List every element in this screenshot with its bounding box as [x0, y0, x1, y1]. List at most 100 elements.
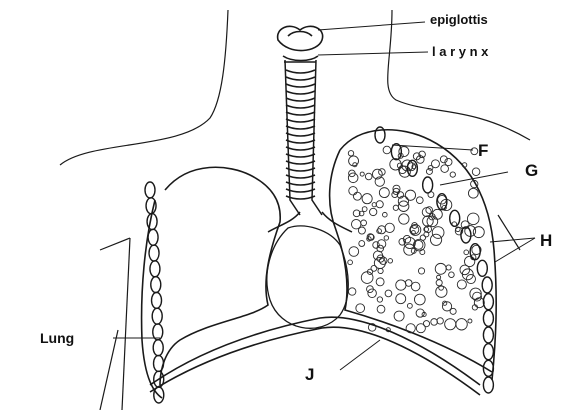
alveolus — [348, 288, 355, 295]
alveolus — [393, 205, 398, 210]
alveolus — [349, 156, 359, 166]
pleura-bead — [483, 377, 493, 393]
pleura-bead — [153, 340, 163, 356]
pleura-bead — [482, 277, 492, 293]
label-larynx: l a r y n x — [432, 44, 489, 59]
alveolus — [396, 280, 406, 290]
torso-outline — [60, 10, 530, 410]
trachea-ring — [286, 133, 315, 136]
pleura-bead — [470, 244, 480, 260]
alveolus — [376, 278, 384, 286]
alveolus — [437, 318, 443, 324]
pleura-bead — [154, 355, 164, 371]
alveolus — [362, 194, 372, 204]
alveolus — [362, 207, 367, 212]
alveolus — [348, 260, 353, 265]
alveolus — [410, 226, 418, 234]
alveolus — [470, 288, 481, 299]
trachea-ring — [286, 154, 315, 157]
alveolus — [377, 305, 385, 313]
diaphragm — [150, 317, 480, 395]
alveolus — [399, 214, 409, 224]
pleura-bead — [150, 261, 160, 277]
pleura-bead — [391, 144, 401, 160]
alveolus — [432, 227, 444, 239]
pleura-bead — [483, 310, 493, 326]
alveolus — [361, 272, 373, 284]
alveolus — [431, 319, 438, 326]
label-G: G — [525, 161, 538, 180]
alveolus — [456, 319, 467, 330]
alveolus — [436, 286, 447, 297]
trachea-ring — [286, 182, 315, 185]
heart-region — [267, 226, 348, 328]
alveolus — [368, 289, 377, 298]
alveolus — [464, 250, 469, 255]
label-F: F — [478, 141, 488, 160]
alveolus — [446, 265, 451, 270]
alveolus — [385, 290, 392, 297]
alveolus — [361, 220, 367, 226]
alveolus — [472, 168, 480, 176]
alveolus — [348, 173, 358, 183]
alveolus — [388, 259, 393, 264]
pleura-bead — [145, 182, 155, 198]
pleura-bead — [151, 277, 161, 293]
alveolus — [396, 294, 406, 304]
label-H: H — [540, 231, 552, 250]
alveolus — [349, 247, 359, 257]
right-lung-pleura-beads — [145, 182, 164, 403]
trachea-ring — [286, 77, 315, 80]
alveolus — [411, 282, 420, 291]
alveolus — [430, 234, 441, 245]
alveolus — [377, 240, 386, 249]
alveolus — [348, 151, 353, 156]
trachea-ring — [286, 91, 315, 94]
trachea-ring — [286, 84, 315, 87]
alveolus — [359, 241, 365, 247]
trachea-ring — [286, 175, 315, 178]
trachea-ring — [286, 98, 315, 101]
alveolus — [445, 319, 456, 330]
alveolus — [418, 268, 424, 274]
alveolus — [378, 226, 386, 234]
alveolus — [353, 192, 361, 200]
trachea-ring — [286, 161, 315, 164]
alveolus — [370, 208, 377, 215]
alveolus — [441, 165, 449, 173]
alveolus — [407, 303, 412, 308]
pleura-bead — [477, 260, 487, 276]
pleura-bead — [152, 292, 162, 308]
trachea — [285, 60, 322, 215]
label-epiglottis: epiglottis — [430, 12, 488, 27]
pleura-bead — [483, 344, 493, 360]
alveolus — [356, 304, 365, 313]
alveolus — [394, 311, 404, 321]
alveolus — [467, 213, 479, 225]
pleura-bead — [149, 245, 159, 261]
trachea-ring — [286, 70, 315, 73]
trachea-ring — [286, 112, 315, 115]
alveolus — [377, 297, 382, 302]
alveolus — [385, 223, 394, 232]
alveolus — [435, 263, 446, 274]
alveolus — [360, 172, 364, 176]
alveolus — [358, 227, 365, 234]
alveolus — [426, 168, 432, 174]
alveolus — [349, 187, 358, 196]
label-lung: Lung — [40, 330, 74, 346]
alveolus — [365, 173, 372, 180]
alveolus — [468, 319, 472, 323]
trachea-ring — [286, 119, 315, 122]
pleura-bead — [148, 229, 158, 245]
alveolus — [383, 146, 391, 154]
alveolus — [423, 321, 429, 327]
alveolus — [468, 188, 478, 198]
alveolus — [379, 188, 389, 198]
right-lung — [142, 167, 281, 398]
pleura-bead — [483, 327, 493, 343]
label-J: J — [305, 365, 314, 384]
alveolus — [437, 275, 441, 279]
alveolus — [414, 294, 425, 305]
